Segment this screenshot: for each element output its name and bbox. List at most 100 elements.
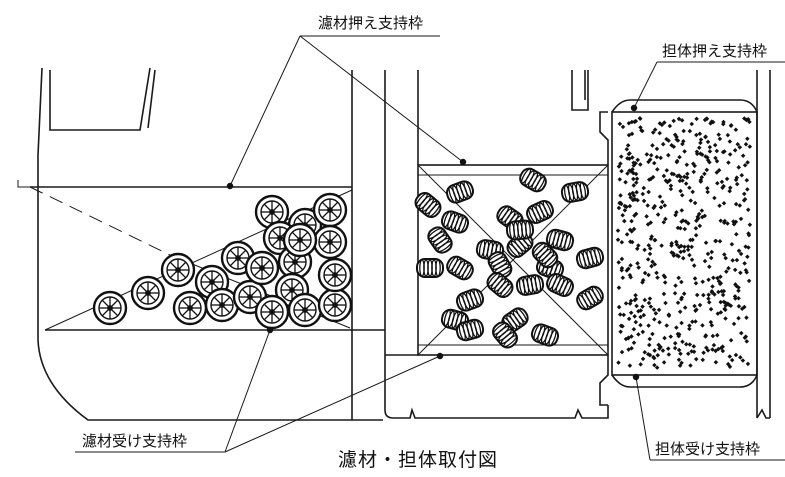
carrier-particle <box>738 355 743 360</box>
filter-spring <box>526 199 554 225</box>
carrier-particle <box>662 280 668 285</box>
filter-spring <box>576 285 604 311</box>
carrier-particle <box>631 176 636 182</box>
carrier-particle <box>676 275 681 281</box>
carrier-particle <box>629 218 634 224</box>
carrier-particle <box>650 143 655 148</box>
filter-spring <box>519 167 547 193</box>
carrier-particle <box>728 123 734 129</box>
carrier-particle <box>684 341 689 347</box>
carrier-particle <box>718 299 723 305</box>
carrier-particle <box>676 332 682 337</box>
carrier-particle <box>726 302 732 308</box>
carrier-particle <box>738 216 744 222</box>
carrier-particle <box>687 252 692 258</box>
carrier-particle <box>622 218 627 224</box>
carrier-particle <box>697 302 703 308</box>
filter-wheel <box>317 287 353 323</box>
right-carrier-column <box>584 70 771 419</box>
carrier-particle <box>619 256 625 262</box>
carrier-particle <box>618 323 624 329</box>
carrier-particle <box>697 223 703 229</box>
carrier-particle <box>658 205 664 210</box>
filter-spring <box>414 192 442 218</box>
carrier-particle <box>714 148 720 154</box>
carrier-particle <box>657 194 663 199</box>
filter-spring <box>487 251 513 279</box>
carrier-particle <box>619 349 625 355</box>
filter-spring <box>546 272 574 298</box>
carrier-particle <box>745 361 751 367</box>
filter-spring <box>440 210 470 234</box>
carrier-particle <box>646 272 651 278</box>
filter-wheel <box>244 250 280 286</box>
carrier-particle <box>652 317 657 322</box>
carrier-particle <box>746 278 752 284</box>
carrier-particle <box>672 341 678 346</box>
filter-wheel <box>130 275 166 311</box>
carrier-particle <box>619 168 624 174</box>
carrier-particle <box>654 146 660 152</box>
carrier-particle <box>616 260 621 265</box>
carrier-particle <box>703 334 708 339</box>
carrier-particle <box>689 349 694 354</box>
carrier-particle <box>667 123 673 129</box>
carrier-particle <box>641 185 647 191</box>
carrier-particle <box>707 149 713 154</box>
carrier-particle <box>710 333 716 339</box>
carrier-particle <box>679 320 684 326</box>
carrier-particle <box>687 326 692 332</box>
carrier-particle <box>706 296 711 301</box>
carrier-particle <box>682 149 687 154</box>
carrier-particle <box>665 346 671 351</box>
carrier-particle <box>616 205 622 211</box>
carrier-particle <box>676 347 682 353</box>
carrier-particle <box>644 214 649 219</box>
carrier-particle <box>642 247 647 253</box>
carrier-particle <box>635 157 641 163</box>
carrier-particle <box>705 185 710 191</box>
carrier-particle <box>672 290 678 296</box>
carrier-particle <box>617 121 623 127</box>
carrier-particle <box>692 303 697 309</box>
carrier-particle <box>734 181 740 187</box>
carrier-particle <box>618 329 623 335</box>
carrier-particle <box>644 152 650 157</box>
carrier-particle <box>638 162 643 167</box>
carrier-particle <box>703 134 708 139</box>
carrier-particle <box>734 257 740 263</box>
carrier-particle <box>650 331 655 337</box>
carrier-particle <box>687 128 693 134</box>
filter-spring <box>505 219 535 241</box>
carrier-particle <box>654 270 659 276</box>
carrier-particle <box>662 335 667 341</box>
carrier-particle <box>682 244 687 250</box>
carrier-particle <box>736 304 742 309</box>
carrier-particle <box>720 348 726 354</box>
carrier-particle <box>627 363 633 368</box>
carrier-particle <box>628 310 634 316</box>
carrier-particle <box>645 351 651 357</box>
carrier-particle <box>717 281 723 287</box>
carrier-particle <box>717 203 722 208</box>
carrier-particle <box>729 242 735 247</box>
carrier-particle <box>726 265 731 271</box>
filter-spring <box>486 272 514 298</box>
carrier-particle <box>681 248 687 254</box>
carrier-particle <box>652 262 658 267</box>
carrier-particle <box>672 345 678 351</box>
carrier-particle <box>624 146 630 152</box>
carrier-particle <box>745 254 750 259</box>
label-filter-bottom-holder: 濾材受け支持枠 <box>82 432 187 450</box>
carrier-particle <box>730 258 735 263</box>
carrier-particle <box>678 351 683 357</box>
carrier-particle <box>673 283 678 288</box>
carrier-particle <box>732 148 738 153</box>
carrier-particle <box>692 276 698 281</box>
carrier-particle <box>694 307 699 312</box>
carrier-particle <box>692 200 698 206</box>
carrier-particle <box>680 255 686 261</box>
carrier-particle <box>680 339 685 345</box>
carrier-particle <box>629 334 634 339</box>
carrier-particle <box>646 323 651 328</box>
